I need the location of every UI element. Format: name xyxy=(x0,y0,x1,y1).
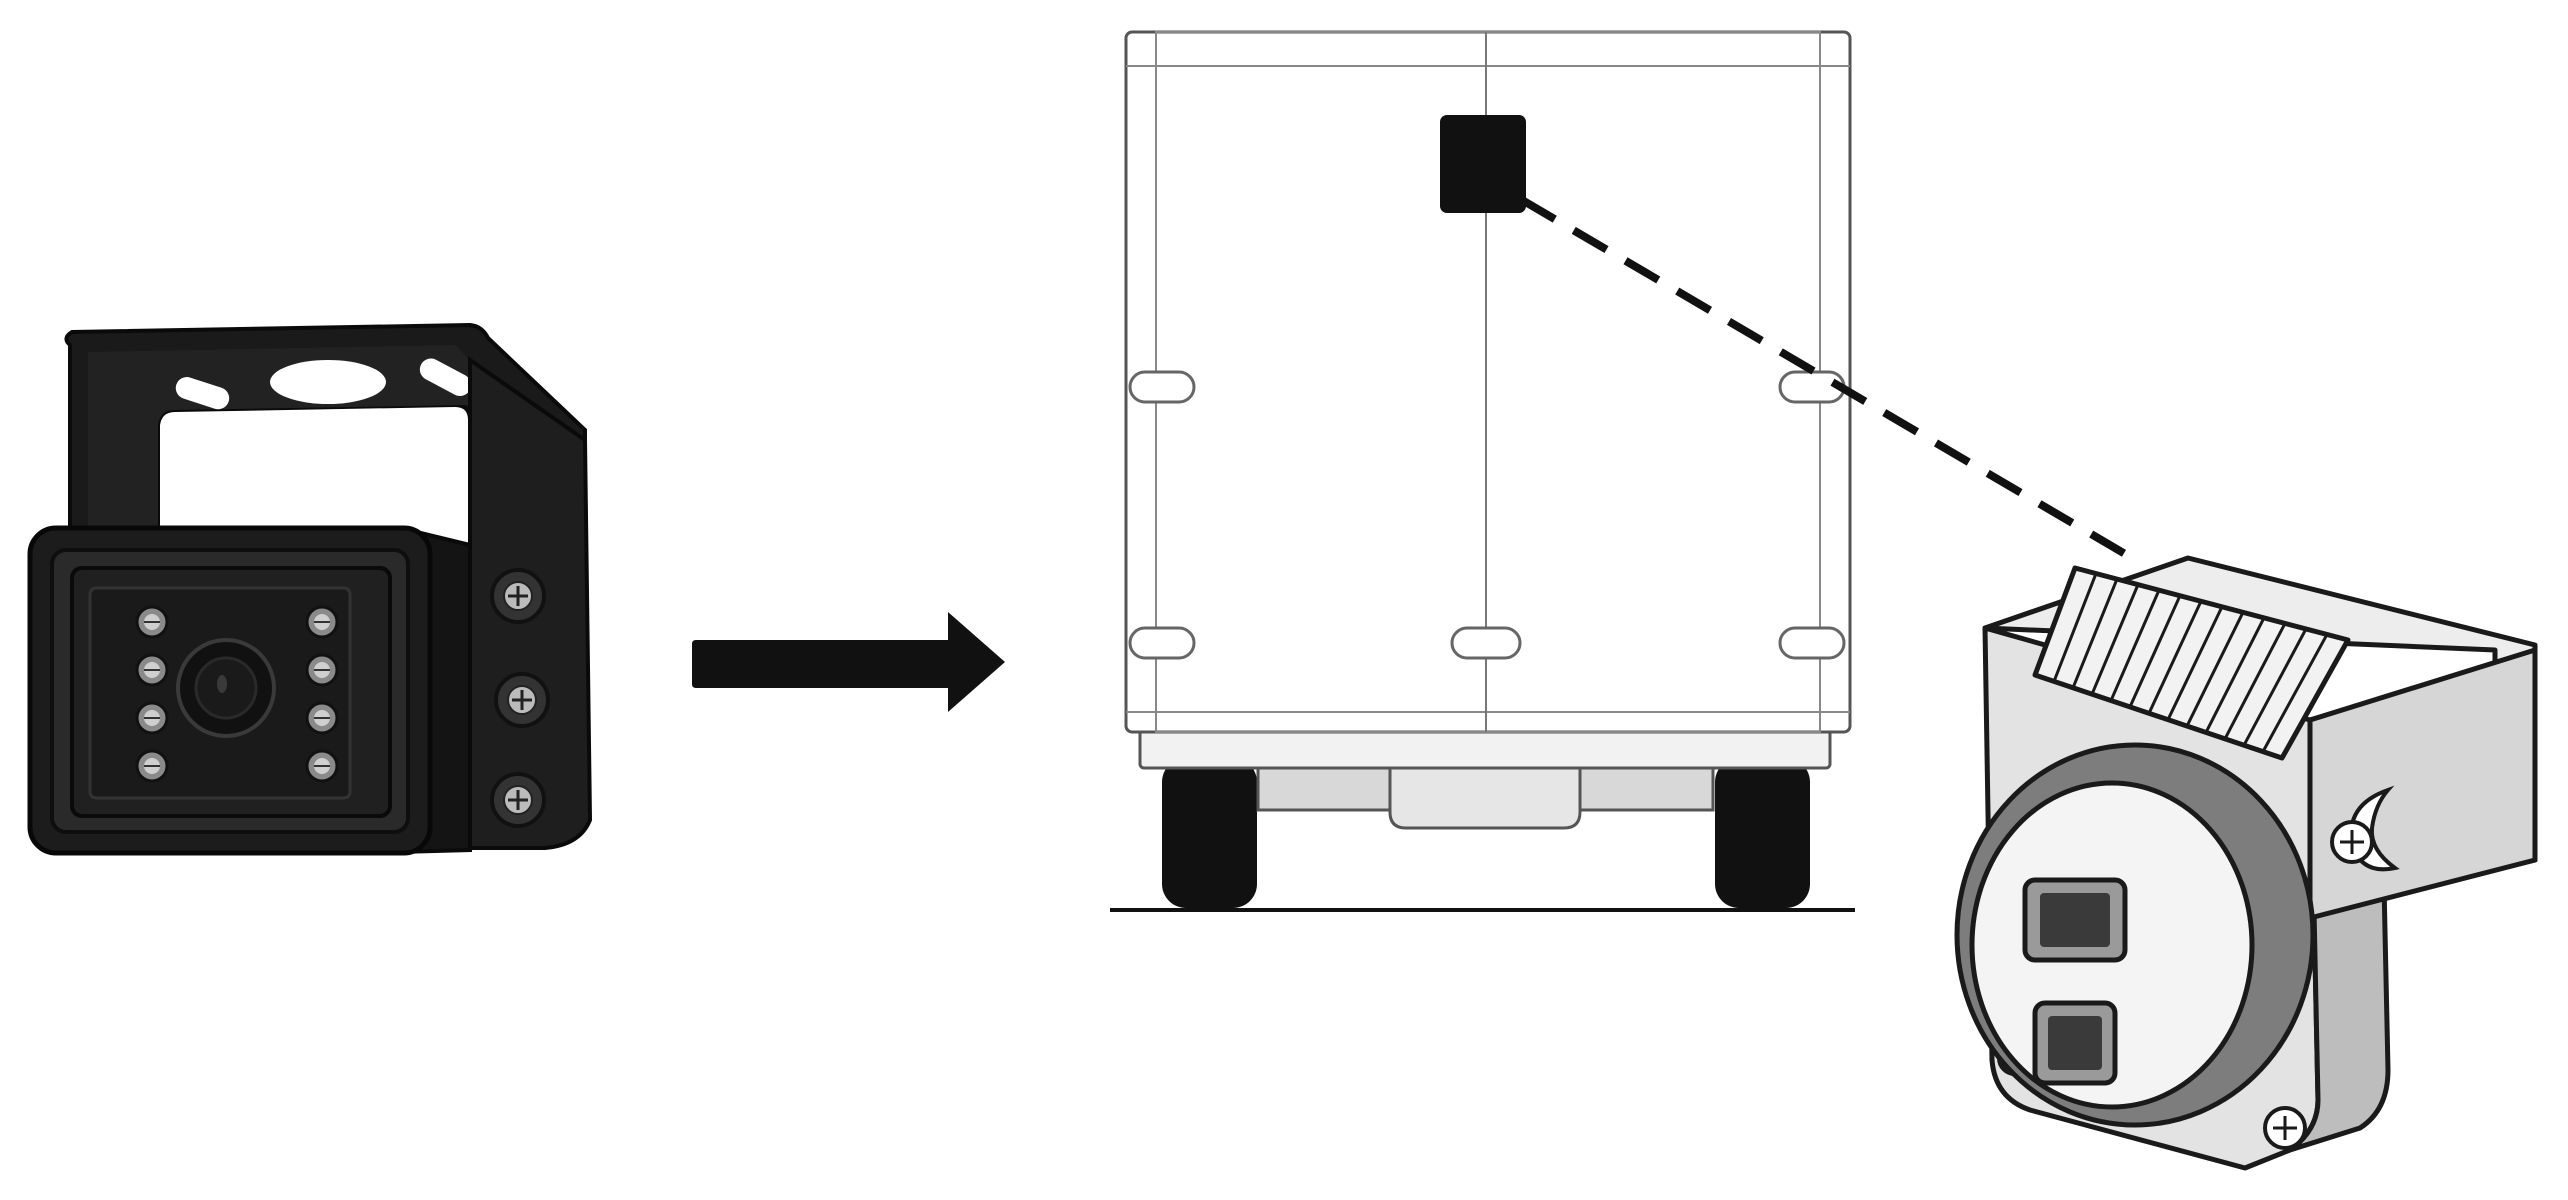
ir-led-icon xyxy=(305,653,339,687)
visor-stripe xyxy=(2223,622,2287,740)
visor-stripe xyxy=(2090,584,2140,695)
ir-led-icon xyxy=(305,605,339,639)
visor-stripe xyxy=(2261,633,2329,753)
box-truck-rear-icon xyxy=(1110,30,1855,912)
visor-stripe xyxy=(2204,617,2266,734)
ir-led-icon xyxy=(135,749,169,783)
ir-led-icon xyxy=(305,701,339,735)
ir-led-icon xyxy=(135,701,169,735)
visor-stripe xyxy=(2128,595,2182,708)
camera-mount-marker xyxy=(1440,115,1526,213)
screw-icon xyxy=(2263,1106,2307,1150)
bracket-bolt-icon xyxy=(490,772,546,828)
visor-stripe xyxy=(2242,628,2308,746)
screw-icon xyxy=(2330,820,2374,864)
bracket-bolt-icon xyxy=(494,672,550,728)
mounted-camera-unit-icon xyxy=(1954,555,2538,1171)
visor-stripe xyxy=(2052,572,2098,682)
visor-stripe xyxy=(2109,589,2161,702)
visor-stripe xyxy=(2147,600,2203,714)
visor-stripe xyxy=(2166,606,2224,721)
visor-stripe xyxy=(2071,578,2119,689)
lens-window-icon xyxy=(2022,877,2128,963)
bracket-bolt-icon xyxy=(490,568,546,624)
visor-stripe xyxy=(2185,611,2245,727)
ir-led-icon xyxy=(135,653,169,687)
lens-window-icon xyxy=(2032,1000,2118,1086)
ir-led-array xyxy=(135,605,339,783)
ir-led-icon xyxy=(135,605,169,639)
flow-arrow-icon xyxy=(692,612,1005,712)
sun-visor-stripes xyxy=(2052,572,2329,753)
ir-backup-camera-icon xyxy=(27,322,593,856)
camera-lens-icon xyxy=(176,638,276,738)
ir-led-icon xyxy=(305,749,339,783)
